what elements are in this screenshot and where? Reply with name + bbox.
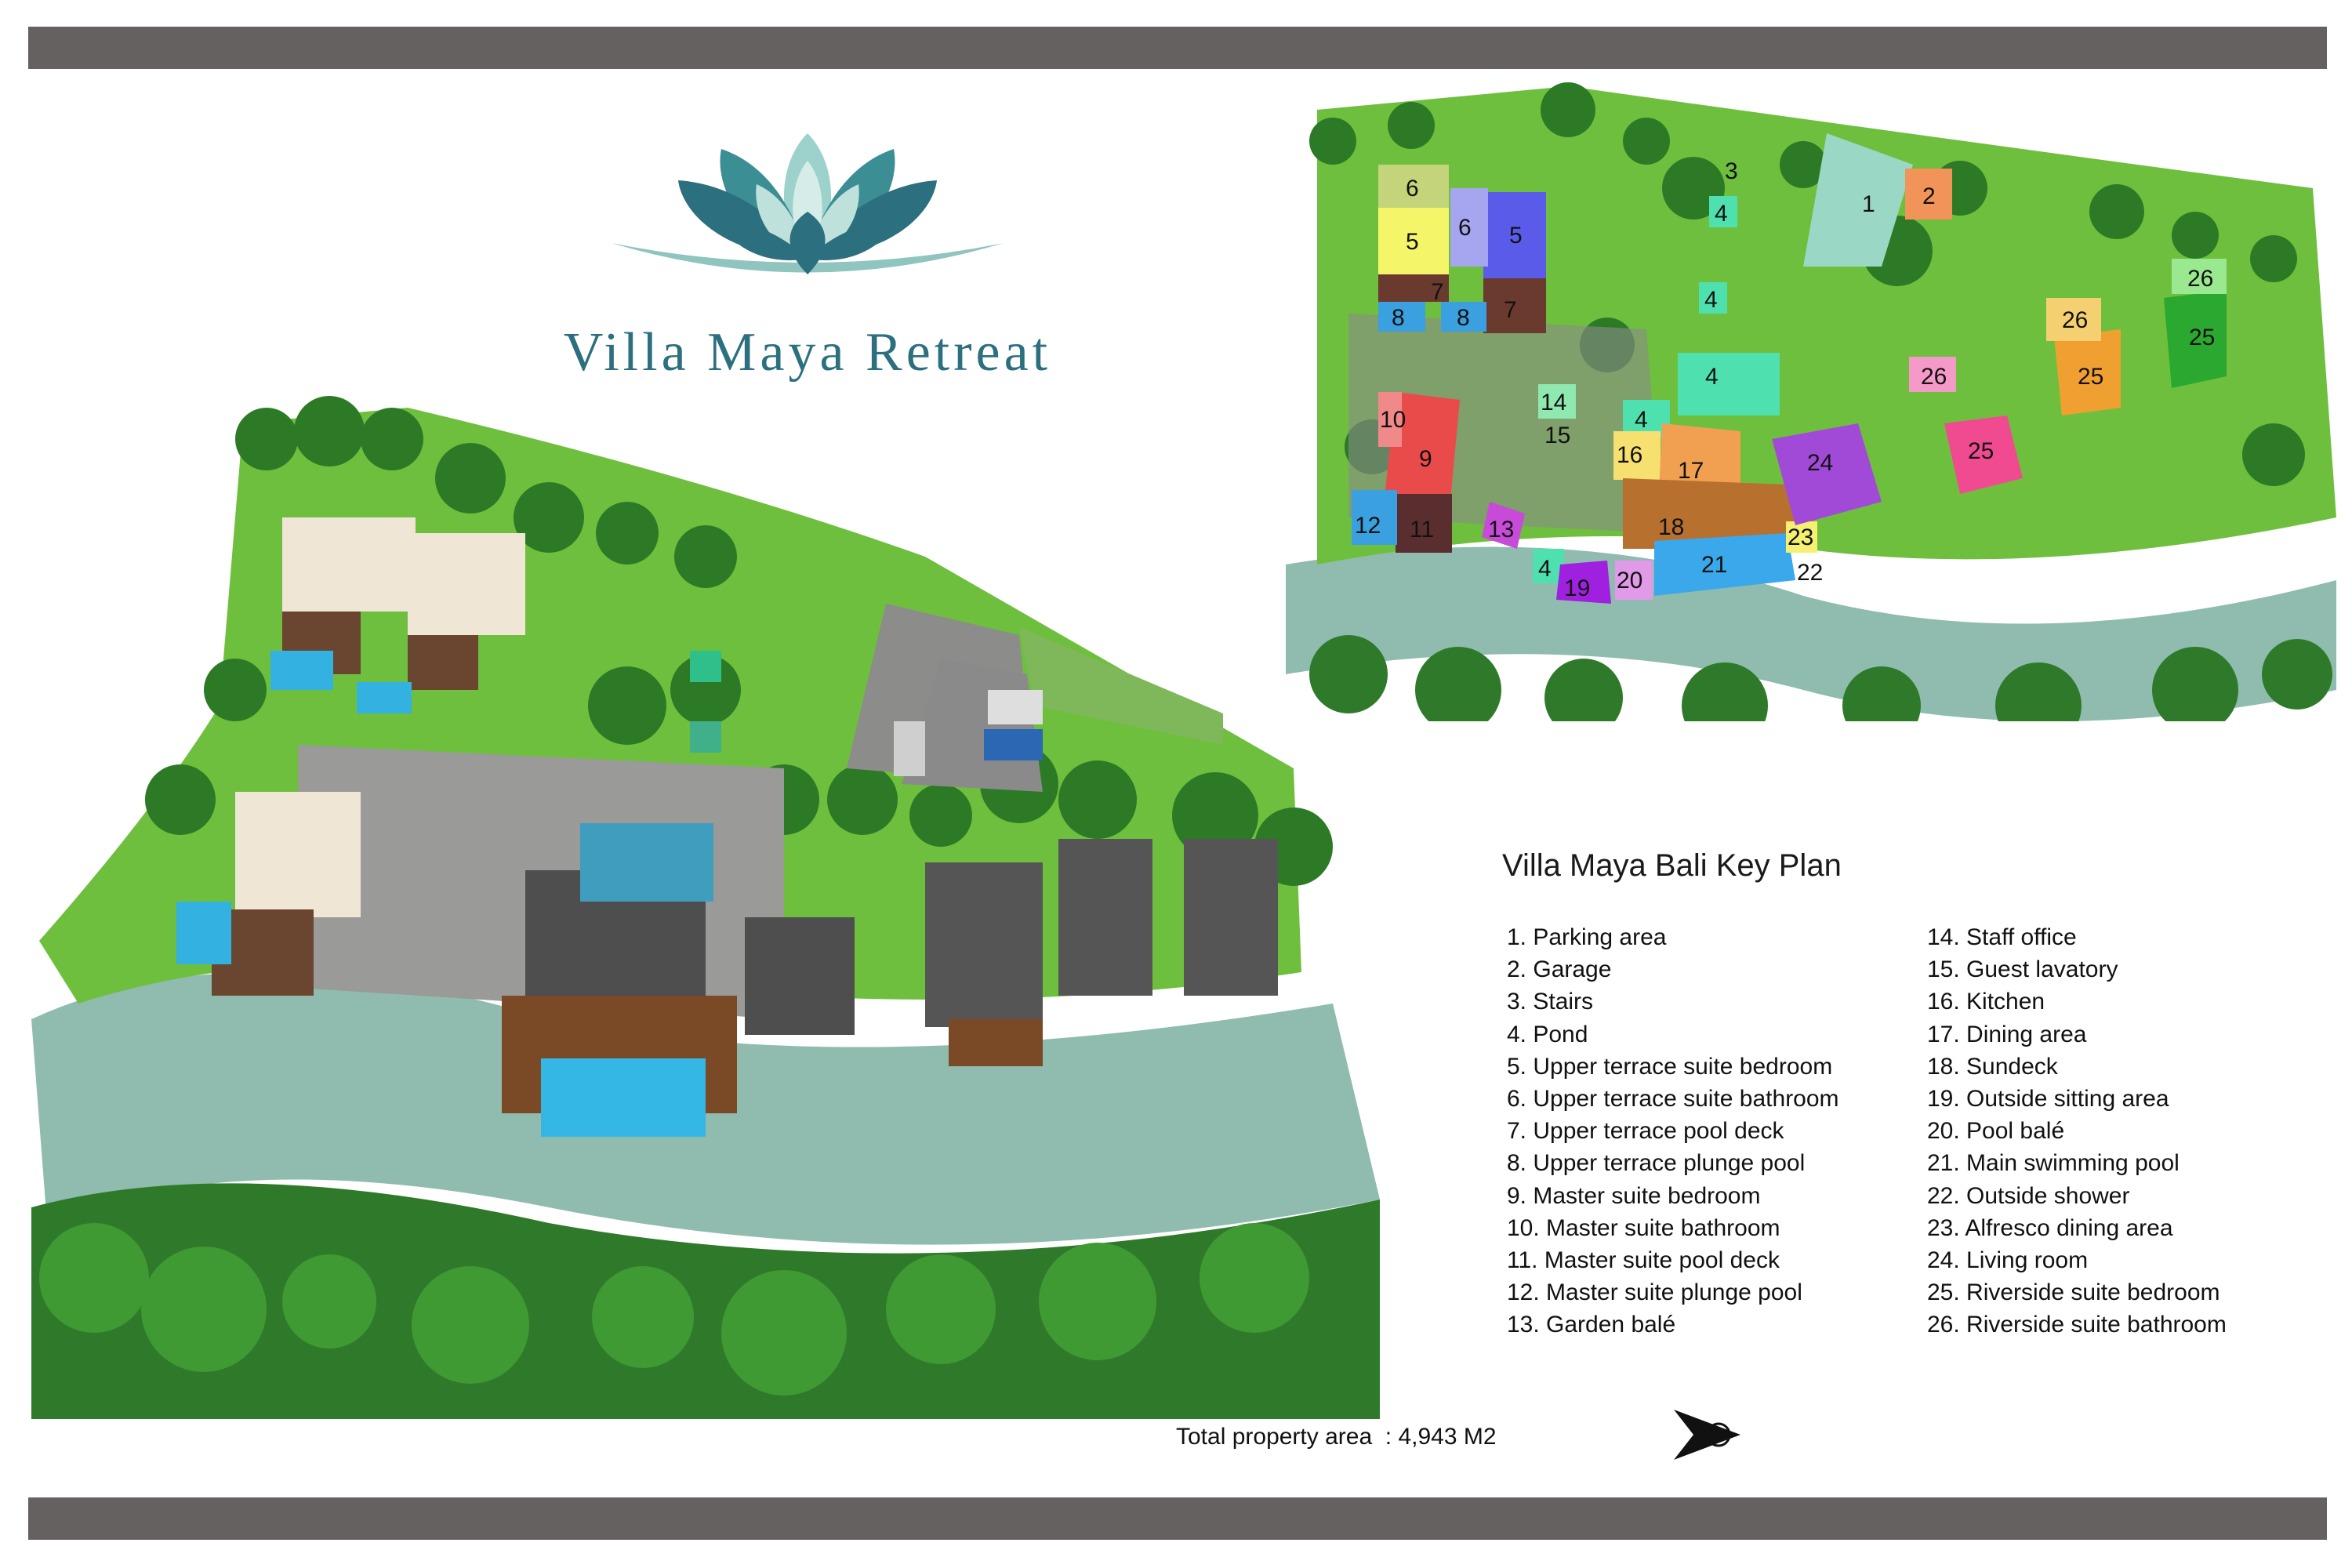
legend-item: 19. Outside sitting area xyxy=(1927,1086,2169,1112)
svg-text:4: 4 xyxy=(1538,556,1552,582)
svg-text:9: 9 xyxy=(1419,446,1432,472)
legend-item: 22. Outside shower xyxy=(1927,1182,2130,1209)
top-banner-bar xyxy=(28,27,2327,69)
site-plan-render xyxy=(31,396,1380,1419)
svg-text:25: 25 xyxy=(2078,364,2103,390)
legend-item: 6. Upper terrace suite bathroom xyxy=(1507,1086,1839,1112)
lotus-icon xyxy=(612,133,1004,274)
legend-item: 3. Stairs xyxy=(1507,989,1594,1015)
svg-text:20: 20 xyxy=(1617,568,1642,593)
svg-text:6: 6 xyxy=(1406,176,1419,201)
legend-column-left: 1. Parking area 2. Garage 3. Stairs 4. P… xyxy=(1507,921,1839,1341)
svg-text:3: 3 xyxy=(1725,158,1738,184)
legend-item: 21. Main swimming pool xyxy=(1927,1150,2180,1177)
legend-item: 1. Parking area xyxy=(1507,924,1667,950)
svg-text:13: 13 xyxy=(1488,517,1514,543)
legend-item: 25. Riverside suite bedroom xyxy=(1927,1279,2220,1306)
svg-text:8: 8 xyxy=(1392,305,1405,331)
svg-text:2: 2 xyxy=(1922,183,1936,209)
legend-item: 23. Alfresco dining area xyxy=(1927,1214,2173,1241)
legend-item: 17. Dining area xyxy=(1927,1021,2087,1047)
svg-text:25: 25 xyxy=(2189,325,2215,350)
svg-text:26: 26 xyxy=(2187,266,2213,292)
key-plan-map: 1 2 3 4 4 4 4 4 5 5 6 6 7 7 8 8 xyxy=(1286,82,2336,721)
legend-item: 9. Master suite bedroom xyxy=(1507,1182,1761,1209)
svg-text:16: 16 xyxy=(1617,442,1642,468)
legend-item: 7. Upper terrace pool deck xyxy=(1507,1118,1784,1145)
legend-item: 18. Sundeck xyxy=(1927,1053,2058,1080)
svg-text:11: 11 xyxy=(1410,517,1434,543)
svg-text:6: 6 xyxy=(1458,215,1472,241)
bottom-banner-bar xyxy=(28,1497,2327,1540)
zone-2 xyxy=(1905,169,1952,220)
svg-text:17: 17 xyxy=(1678,458,1704,484)
legend-column-right: 14. Staff office 15. Guest lavatory 16. … xyxy=(1927,921,2227,1341)
svg-text:15: 15 xyxy=(1544,423,1570,448)
svg-text:7: 7 xyxy=(1431,279,1444,305)
svg-text:21: 21 xyxy=(1701,552,1727,578)
brand-title: Villa Maya Retreat xyxy=(563,322,1052,383)
legend-item: 12. Master suite plunge pool xyxy=(1507,1279,1802,1306)
zone-label: 1 xyxy=(1862,191,1875,217)
key-plan-title: Villa Maya Bali Key Plan xyxy=(1502,848,1842,883)
svg-text:23: 23 xyxy=(1788,524,1813,550)
svg-text:4: 4 xyxy=(1635,407,1648,433)
legend-item: 15. Guest lavatory xyxy=(1927,956,2118,983)
legend-item: 10. Master suite bathroom xyxy=(1507,1214,1780,1241)
north-arrow-icon xyxy=(1674,1410,1740,1460)
legend-item: 2. Garage xyxy=(1507,956,1612,983)
svg-text:4: 4 xyxy=(1704,287,1718,313)
legend-item: 24. Living room xyxy=(1927,1247,2089,1274)
svg-text:5: 5 xyxy=(1509,223,1523,249)
svg-text:26: 26 xyxy=(2062,307,2088,333)
legend-item: 8. Upper terrace plunge pool xyxy=(1507,1150,1806,1177)
svg-text:22: 22 xyxy=(1797,560,1823,586)
legend-item: 5. Upper terrace suite bedroom xyxy=(1507,1053,1833,1080)
zone-1 xyxy=(1803,133,1913,267)
legend-item: 11. Master suite pool deck xyxy=(1507,1247,1780,1274)
total-area-text: Total property area : 4,943 M2 xyxy=(1176,1424,1497,1450)
svg-text:18: 18 xyxy=(1658,514,1684,540)
svg-text:25: 25 xyxy=(1968,438,1994,464)
svg-text:4: 4 xyxy=(1705,364,1719,390)
svg-text:5: 5 xyxy=(1406,229,1419,255)
legend-item: 26. Riverside suite bathroom xyxy=(1927,1312,2227,1338)
svg-text:8: 8 xyxy=(1457,305,1470,331)
svg-text:14: 14 xyxy=(1541,390,1566,416)
svg-text:12: 12 xyxy=(1355,513,1381,539)
svg-text:24: 24 xyxy=(1807,450,1833,476)
legend-item: 13. Garden balé xyxy=(1507,1312,1676,1338)
legend-item: 4. Pond xyxy=(1507,1021,1588,1047)
legend-item: 14. Staff office xyxy=(1927,924,2077,950)
legend-item: 16. Kitchen xyxy=(1927,989,2045,1015)
svg-text:19: 19 xyxy=(1564,575,1590,601)
svg-text:4: 4 xyxy=(1715,201,1728,227)
legend-item: 20. Pool balé xyxy=(1927,1118,2065,1145)
svg-text:26: 26 xyxy=(1921,364,1947,390)
svg-text:10: 10 xyxy=(1380,407,1406,433)
svg-text:7: 7 xyxy=(1504,297,1517,323)
